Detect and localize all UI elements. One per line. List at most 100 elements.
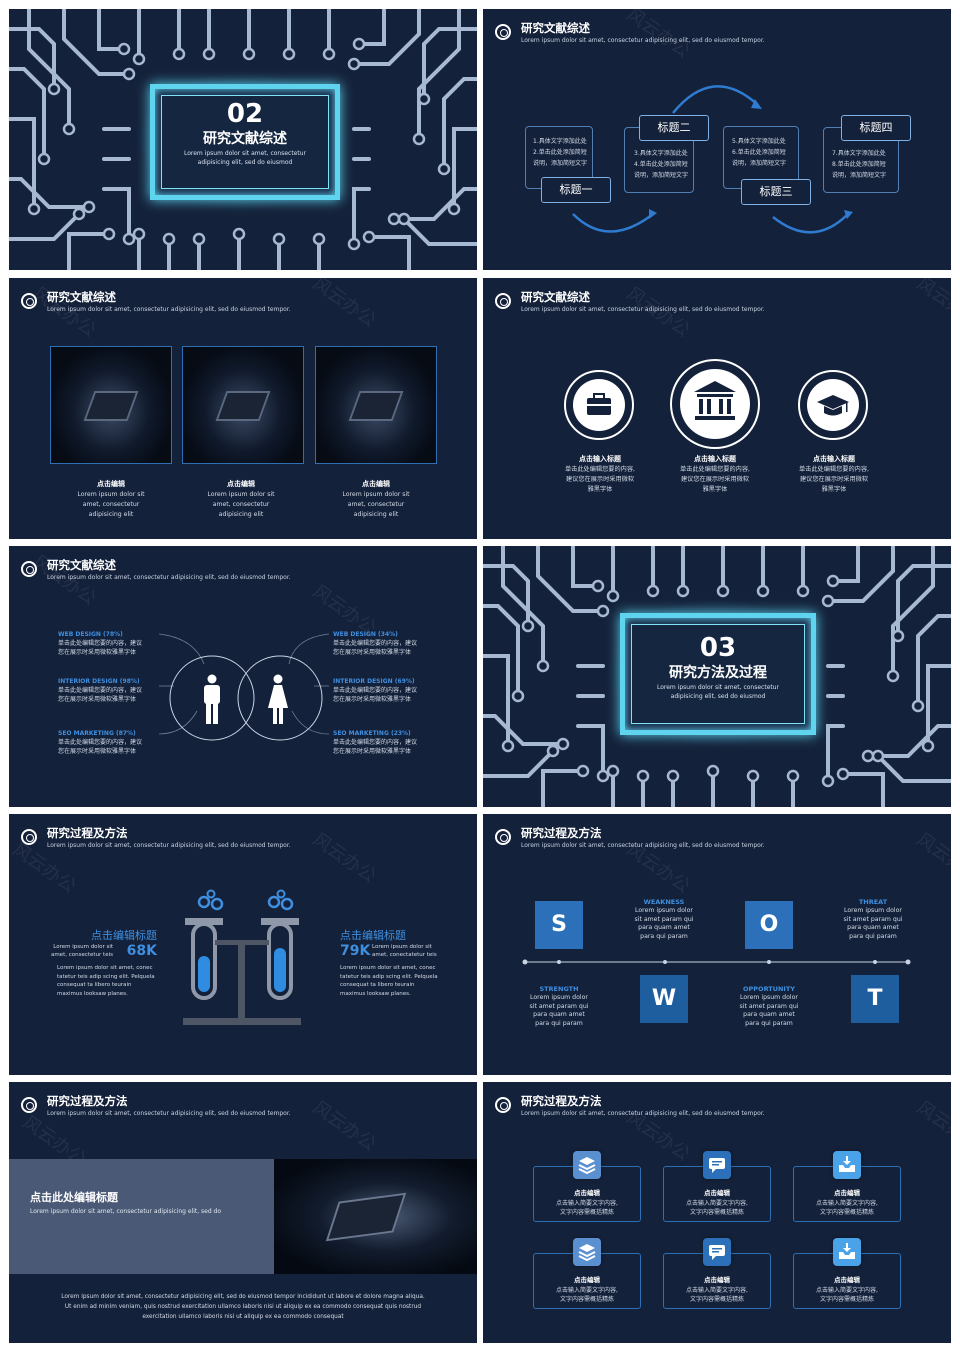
caption-text: 单击此处编辑您要的内容,	[564, 466, 636, 473]
stat-title[interactable]: 点击编辑标题	[340, 929, 406, 942]
watermark: 风云办公	[308, 278, 380, 332]
bank-icon	[680, 369, 750, 439]
card-heading: 点击编辑	[834, 1189, 860, 1197]
topic-label-2[interactable]: 标题二	[639, 115, 709, 141]
topic-box-text-1b: 2.单击此处添加简短	[533, 149, 587, 156]
chip-photo-large[interactable]	[274, 1159, 477, 1274]
stat-text: Lorem ipsum dolor sit amet, conec	[57, 965, 153, 971]
swot-text: Lorem ipsum dolor	[740, 994, 798, 1001]
stat-text: tatetur teis adip scing elit. Pelquela	[340, 973, 438, 980]
slide-swot[interactable]: 研究过程及方法 Lorem ipsum dolor sit amet, cons…	[483, 814, 951, 1075]
stat-heading: SEO MARKETING (87%)	[58, 730, 136, 737]
topic-label-3[interactable]: 标题三	[741, 179, 811, 205]
swot-o-tile[interactable]: O	[745, 901, 793, 949]
card-heading: 点击编辑	[834, 1276, 860, 1284]
target-icon	[495, 829, 511, 845]
section-number: 02	[226, 99, 264, 129]
section-subtitle-2: adipisicing elit, sed do eiusmod	[670, 693, 766, 700]
icon-caption-2: 点击输入标题 单击此处编辑您要的内容, 建议您在展示时采用微软 雅黑字体	[660, 454, 770, 495]
topic-label-1[interactable]: 标题一	[541, 177, 611, 203]
slide-image-cards[interactable]: 研究文献综述 Lorem ipsum dolor sit amet, conse…	[9, 278, 477, 539]
card-text: 点击输入简要文字内容,	[686, 1287, 748, 1294]
chip-image-2[interactable]	[182, 346, 304, 464]
caption-text: 建议您在展示时采用微软	[565, 476, 635, 483]
icon-card[interactable]: 点击编辑点击输入简要文字内容,文字内容需概括精炼	[533, 1151, 641, 1222]
swot-threat: THREAT Lorem ipsum dolor sit amet param …	[831, 898, 915, 941]
caption-text: 雅黑字体	[702, 486, 728, 493]
body-text: Lorem ipsum dolor sit amet, consectetur …	[19, 1292, 467, 1322]
slide-feature-panel[interactable]: 研究过程及方法 Lorem ipsum dolor sit amet, cons…	[9, 1082, 477, 1343]
stat-text: 单击此处编辑您要的内容，建议	[58, 739, 143, 746]
cap-circle[interactable]	[798, 370, 868, 440]
card-heading: 点击编辑	[227, 480, 255, 488]
swot-heading: THREAT	[858, 898, 888, 906]
icon-card[interactable]: 点击编辑点击输入简要文字内容,文字内容需概括精炼	[533, 1238, 641, 1309]
stat-text: maximus looksaw planes.	[340, 990, 411, 997]
slide-subtitle: Lorem ipsum dolor sit amet, consectetur …	[47, 1110, 291, 1117]
slide-section-02[interactable]: 02 研究文献综述 Lorem ipsum dolor sit amet, co…	[9, 9, 477, 270]
briefcase-circle[interactable]	[564, 370, 634, 440]
stat-text: 单击此处编辑您要的内容，建议	[333, 687, 418, 694]
stat-heading: WEB DESIGN (78%)	[58, 631, 123, 638]
swot-text: Lorem ipsum dolor	[635, 907, 693, 914]
slide-icon-circles[interactable]: 研究文献综述 Lorem ipsum dolor sit amet, conse…	[483, 278, 951, 539]
target-icon	[495, 293, 511, 309]
stat-text: 单击此处编辑您要的内容，建议	[58, 640, 143, 647]
icon-card[interactable]: 点击编辑点击输入简要文字内容,文字内容需概括精炼	[793, 1238, 901, 1309]
swot-text: para qui param	[640, 932, 688, 940]
circuit-background	[9, 9, 477, 270]
topic-box-text-4a: 7.具体文字添加此处	[832, 150, 886, 157]
stat-left-2: INTERIOR DESIGN (98%) 单击此处编辑您要的内容，建议 您在展…	[58, 677, 168, 704]
card-text: 文字内容需概括精炼	[689, 1296, 744, 1303]
stat-left-1: WEB DESIGN (78%) 单击此处编辑您要的内容，建议 您在展示时采用微…	[58, 630, 168, 657]
topic-box-text-3a: 5.具体文字添加此处	[732, 138, 786, 145]
stat-title[interactable]: 点击编辑标题	[91, 929, 157, 942]
connector-lines	[158, 633, 330, 741]
chip-photo	[83, 391, 139, 421]
swot-s-tile[interactable]: S	[535, 901, 583, 949]
slide-section-03[interactable]: 03 研究方法及过程 Lorem ipsum dolor sit amet, c…	[483, 546, 951, 807]
card-text: 点击输入简要文字内容,	[816, 1287, 878, 1294]
swot-text: sit amet param qui	[843, 915, 903, 923]
stat-text: 单击此处编辑您要的内容，建议	[333, 640, 418, 647]
bank-circle[interactable]	[670, 359, 760, 449]
topic-label-4[interactable]: 标题四	[841, 115, 911, 141]
card-text: 文字内容需概括精炼	[559, 1296, 614, 1303]
swot-text: para qui param	[745, 1019, 793, 1027]
chip-inner	[631, 624, 805, 724]
feature-panel[interactable]: 点击此处编辑标题 Lorem ipsum dolor sit amet, con…	[9, 1159, 274, 1274]
panel-subtitle: Lorem ipsum dolor sit amet, consectetur …	[30, 1208, 222, 1215]
stat-sub-line: Lorem ipsum dolor sit	[53, 944, 113, 950]
watermark: 风云办公	[308, 828, 380, 888]
stat-right-2: INTERIOR DESIGN (69%) 单击此处编辑您要的内容，建议 您在展…	[333, 677, 443, 704]
icon-card[interactable]: 点击编辑点击输入简要文字内容,文字内容需概括精炼	[793, 1151, 901, 1222]
chat-icon	[703, 1238, 731, 1266]
stat-block-right: 点击编辑标题 79K Lorem ipsum dolor sit amet, c…	[340, 929, 450, 998]
slide-topic-flow[interactable]: 研究文献综述 Lorem ipsum dolor sit amet, conse…	[483, 9, 951, 270]
swot-text: sit amet param qui	[634, 915, 694, 923]
stat-sub: Lorem ipsum dolor sit amet, consectetur …	[51, 944, 113, 959]
chip-image-1[interactable]	[50, 346, 172, 464]
slide-icon-cards[interactable]: 研究过程及方法 Lorem ipsum dolor sit amet, cons…	[483, 1082, 951, 1343]
topic-box-text-4b: 8.单击此处添加简短	[832, 161, 886, 168]
swot-w-tile[interactable]: W	[640, 975, 688, 1023]
chip-image-3[interactable]	[315, 346, 437, 464]
card-heading: 点击编辑	[704, 1189, 730, 1197]
target-icon	[21, 1097, 37, 1113]
stat-text: 您在展示时采用微软雅黑字体	[58, 748, 137, 755]
swot-t-tile[interactable]: T	[851, 975, 899, 1023]
slide-lab-stats[interactable]: 研究过程及方法 Lorem ipsum dolor sit amet, cons…	[9, 814, 477, 1075]
stat-right-1: WEB DESIGN (34%) 单击此处编辑您要的内容，建议 您在展示时采用微…	[333, 630, 443, 657]
topic-box-text-1a: 1.具体文字添加此处	[533, 138, 587, 145]
icon-card[interactable]: 点击编辑点击输入简要文字内容,文字内容需概括精炼	[663, 1238, 771, 1309]
stat-sub-line: amet, conectatetur teis	[372, 951, 437, 958]
briefcase-icon	[573, 379, 625, 431]
stat-text: 您在展示时采用微软雅黑字体	[333, 696, 412, 703]
swot-heading: STRENGTH	[539, 985, 579, 993]
inbox-icon	[833, 1238, 861, 1266]
slide-gender-compare[interactable]: 研究文献综述 Lorem ipsum dolor sit amet, conse…	[9, 546, 477, 807]
caption-text: 建议您在展示时采用微软	[799, 476, 869, 483]
icon-card[interactable]: 点击编辑点击输入简要文字内容,文字内容需概括精炼	[663, 1151, 771, 1222]
card-text: 文字内容需概括精炼	[689, 1209, 744, 1216]
icon-caption-3: 点击输入标题 单击此处编辑您要的内容, 建议您在展示时采用微软 雅黑字体	[779, 454, 889, 495]
